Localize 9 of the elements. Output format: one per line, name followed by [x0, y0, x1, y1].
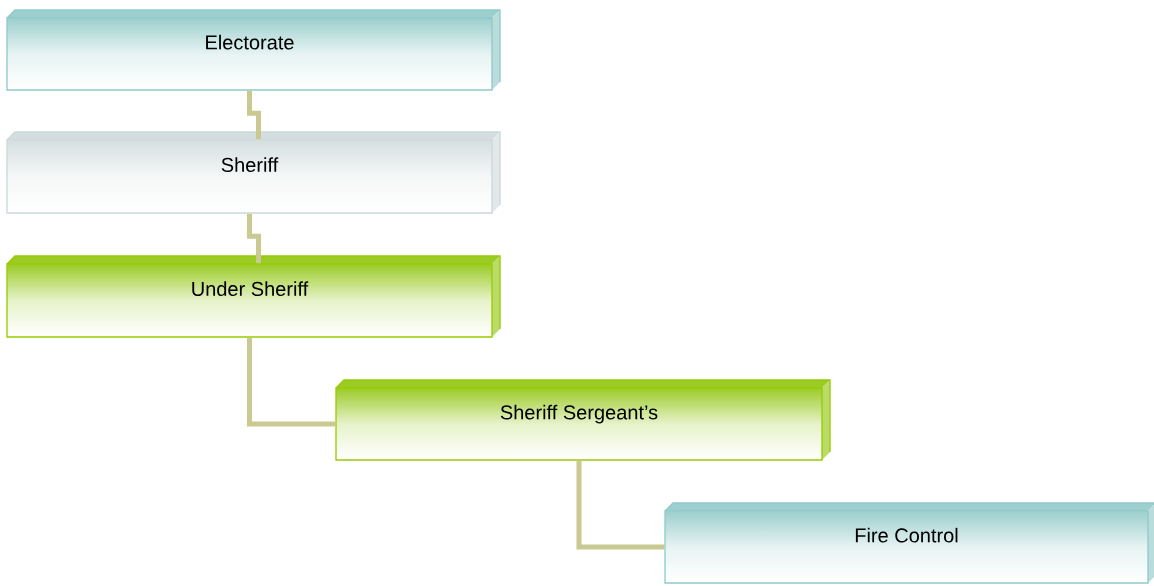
process-box: Fire Control	[664, 502, 1154, 584]
process-box: Under Sheriff	[6, 255, 501, 338]
process-box: Sheriff Sergeant’s	[335, 379, 831, 461]
connector-line	[246, 337, 336, 427]
process-box: Electorate	[6, 9, 501, 91]
connector-line	[246, 213, 262, 264]
connector-line	[576, 460, 665, 550]
connector-line	[246, 90, 262, 140]
process-box: Sheriff	[6, 131, 501, 214]
